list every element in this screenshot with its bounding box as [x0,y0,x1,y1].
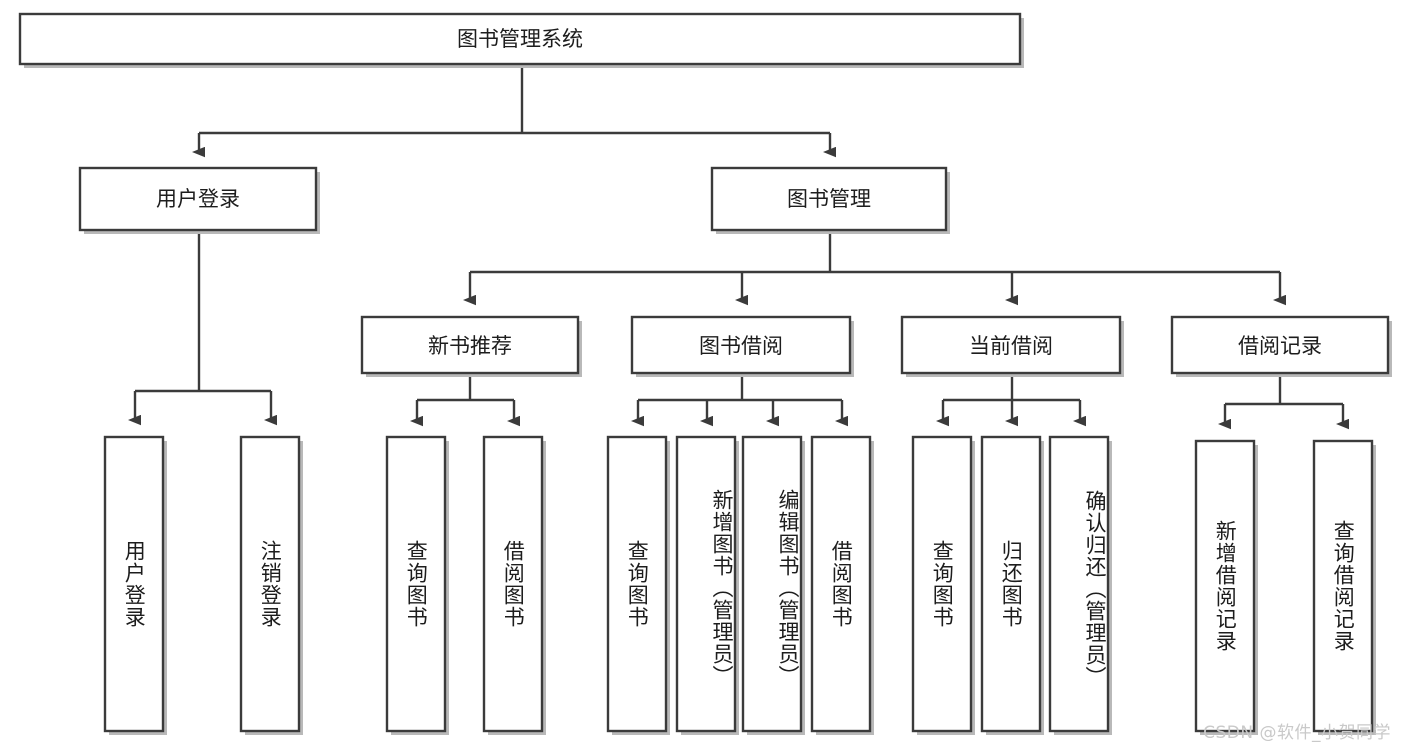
leaf-box-user-login[interactable] [103,435,167,735]
leaf-box-query-book-1[interactable] [385,435,449,735]
edges-current-borrow-to-leaves [936,375,1086,427]
node-current-borrow[interactable]: 当前借阅 [900,315,1124,377]
node-root-label: 图书管理系统 [457,27,583,51]
edges-new-book-to-leaves [410,375,520,427]
node-root[interactable]: 图书管理系统 [18,12,1024,68]
node-current-borrow-label: 当前借阅 [969,334,1053,358]
node-user-login-label: 用户登录 [156,187,240,211]
edges-borrow-to-leaves [631,375,848,427]
node-new-book-recommend-label: 新书推荐 [428,334,512,358]
leaf-box-add-book-admin[interactable] [675,435,739,735]
leaf-box-borrow-book-2[interactable] [810,435,874,735]
node-book-management-label: 图书管理 [787,187,871,211]
node-borrow-record[interactable]: 借阅记录 [1170,315,1392,377]
leaf-box-query-borrow-record[interactable] [1312,439,1376,735]
leaf-box-edit-book-admin[interactable] [741,435,805,735]
edges-root-to-level2 [192,68,836,158]
leaf-box-query-book-3[interactable] [911,435,975,735]
edges-user-login-to-leaves [128,234,277,426]
leaf-box-confirm-return-admin[interactable] [1048,435,1112,735]
leaf-box-add-borrow-record[interactable] [1194,439,1258,735]
node-book-management[interactable]: 图书管理 [710,166,950,234]
node-book-borrow-label: 图书借阅 [699,334,783,358]
leaf-box-logout[interactable] [239,435,303,735]
edges-borrow-record-to-leaves [1218,375,1349,430]
node-book-borrow[interactable]: 图书借阅 [630,315,854,377]
leaf-box-borrow-book-1[interactable] [482,435,546,735]
node-borrow-record-label: 借阅记录 [1238,334,1322,358]
leaf-boxes [103,435,1376,735]
leaf-box-return-book[interactable] [980,435,1044,735]
node-user-login[interactable]: 用户登录 [78,166,320,234]
leaf-box-query-book-2[interactable] [606,435,670,735]
node-new-book-recommend[interactable]: 新书推荐 [360,315,582,377]
edges-level2-to-level3 [463,234,1286,306]
watermark-text: CSDN @软件_小贺同学 [1203,723,1391,743]
